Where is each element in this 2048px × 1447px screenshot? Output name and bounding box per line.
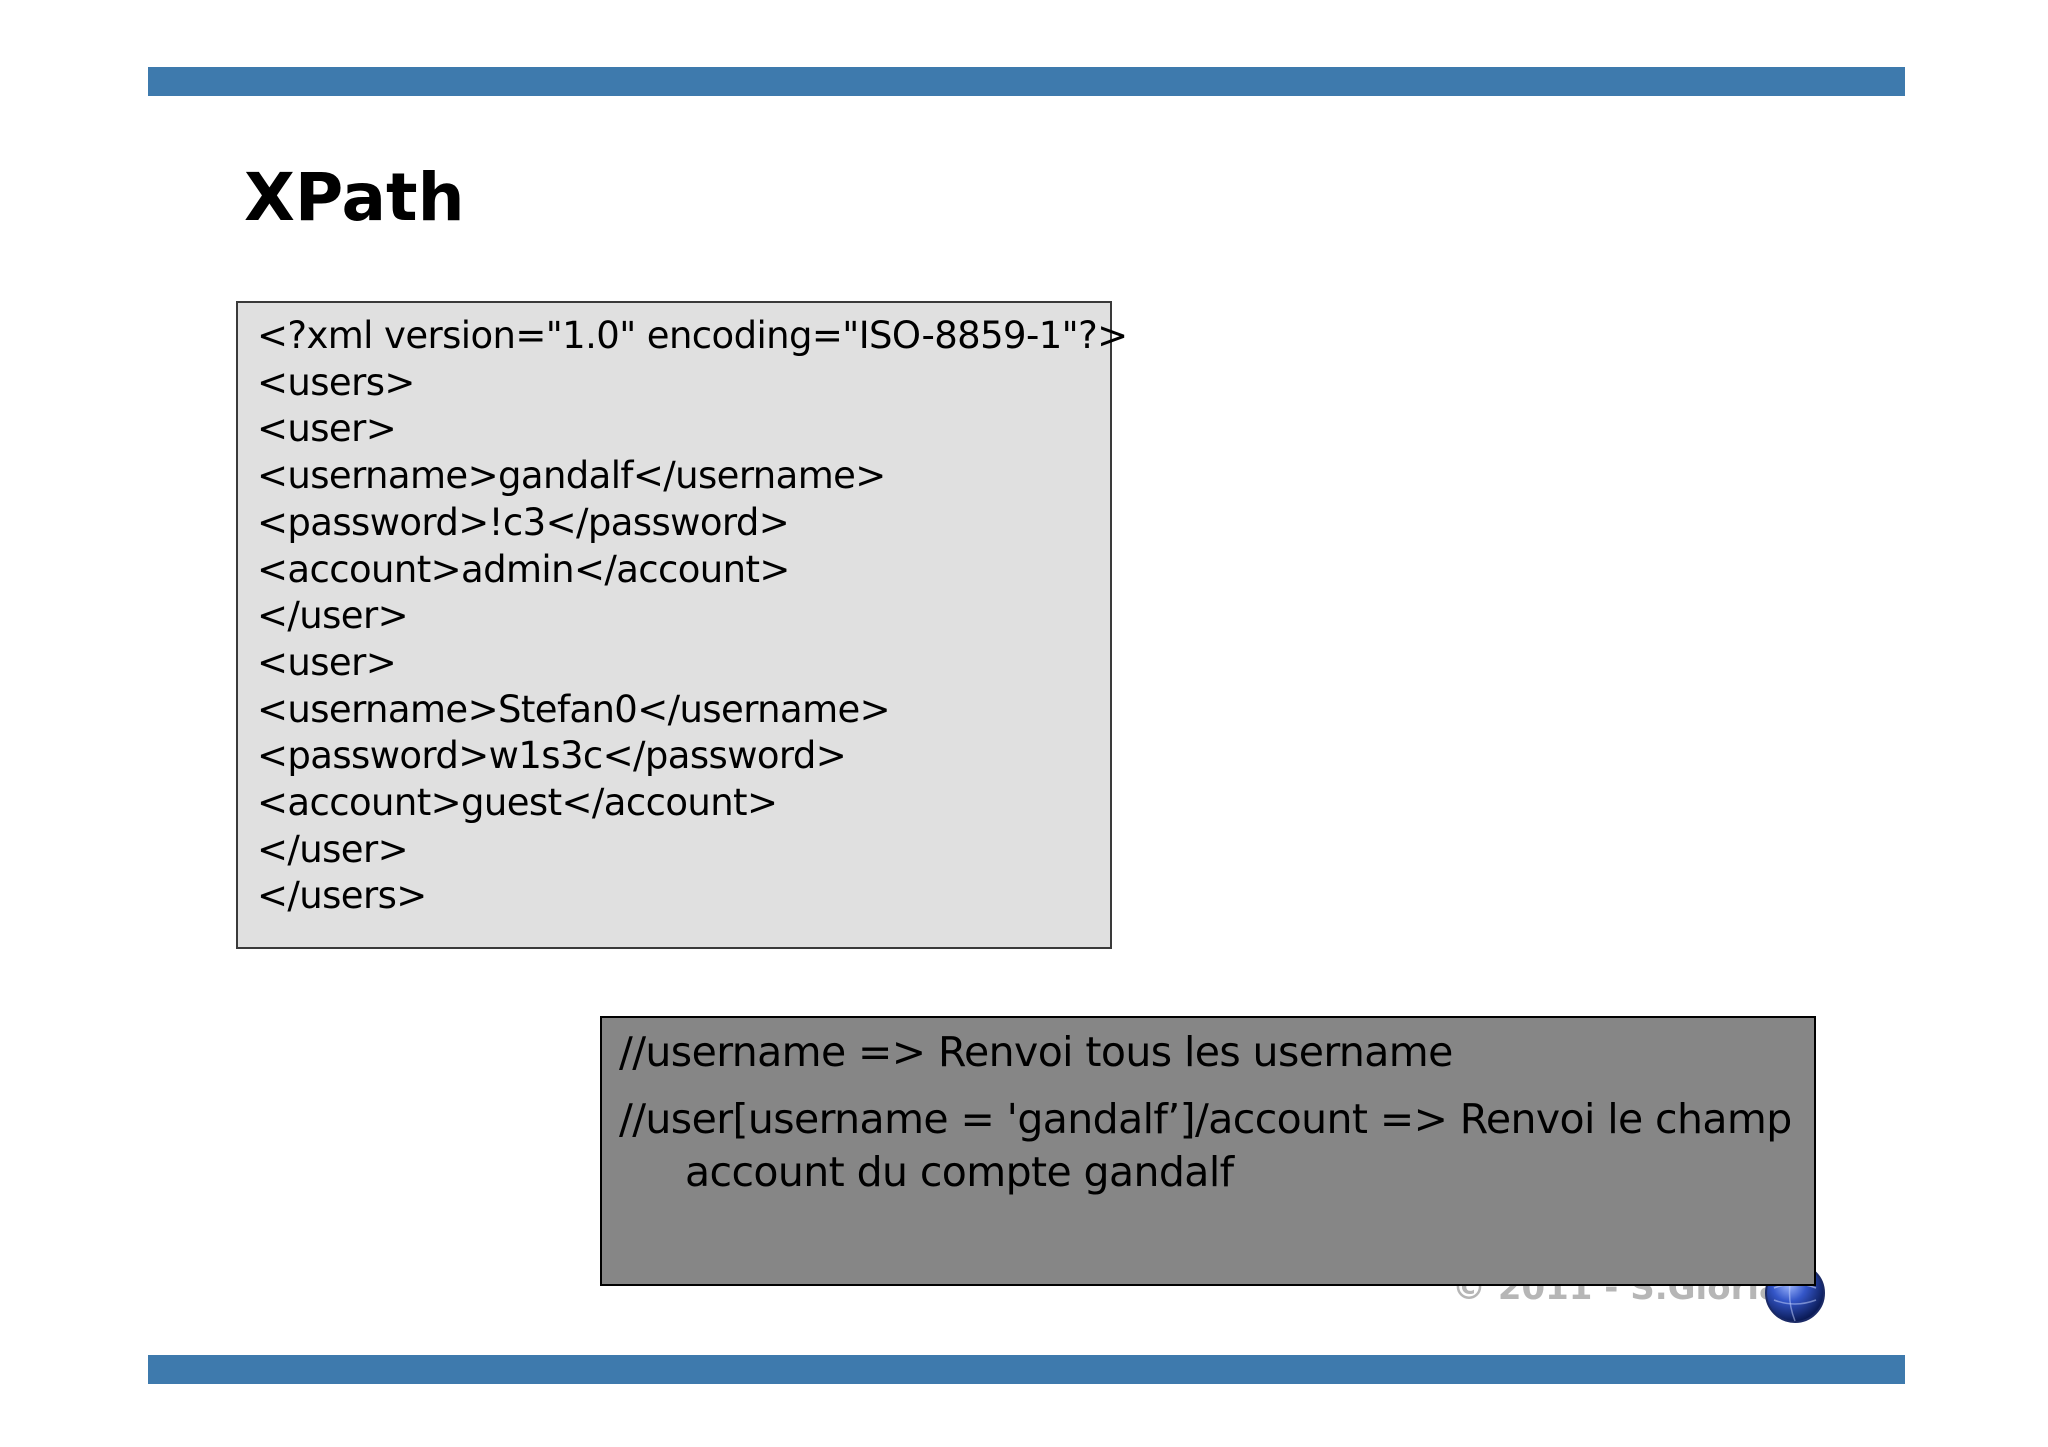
xml-line: <password>w1s3c</password> [257,734,847,778]
xml-line: <account>admin</account> [257,547,790,591]
xpath-notes-box: //username => Renvoi tous les username /… [600,1016,1816,1286]
xml-line: <users> [257,360,415,404]
xml-line: <?xml version="1.0" encoding="ISO-8859-1… [257,314,1128,357]
xml-line: <username>Stefan0</username> [257,687,891,731]
xml-line: <user> [257,407,397,451]
xml-line: <username>gandalf</username> [257,454,886,498]
note-item: //username => Renvoi tous les username [619,1028,1453,1076]
xml-line: </users> [257,874,427,918]
slide-title: XPath [244,159,465,236]
xml-line: <account>guest</account> [257,781,778,825]
top-header-bar [148,67,1905,96]
xml-line: </user> [257,827,409,871]
xml-line: <password>!c3</password> [257,500,790,544]
bottom-footer-bar [148,1355,1905,1384]
xml-line: </user> [257,594,409,638]
xml-code-box: <?xml version="1.0" encoding="ISO-8859-1… [236,301,1128,949]
note-item: //user[username = 'gandalf’]/account => … [619,1095,1792,1196]
xml-line: <user> [257,640,397,684]
